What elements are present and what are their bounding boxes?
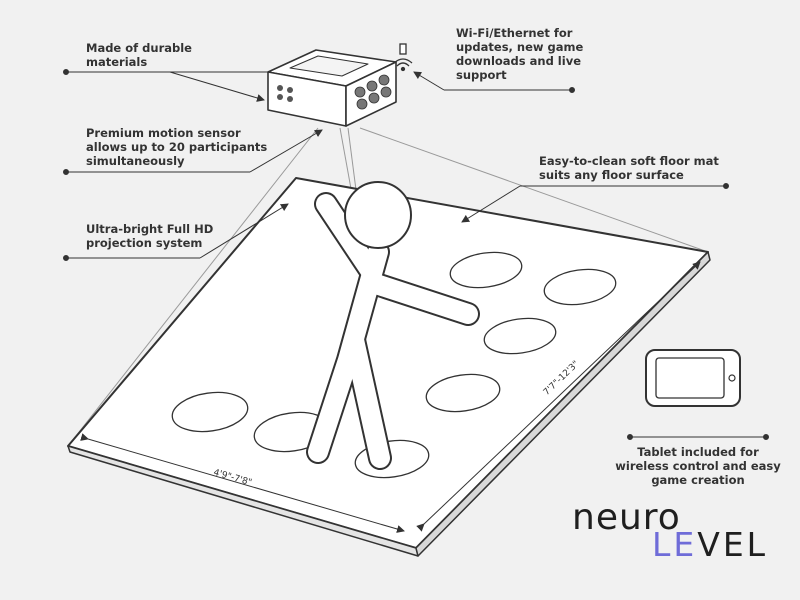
brand-logo-line1: neuro <box>572 497 681 538</box>
wifi-icon <box>393 43 413 72</box>
callout-sensor: Premium motion sensor allows up to 20 pa… <box>86 126 268 168</box>
callout-projection: Ultra-bright Full HD projection system <box>86 222 214 250</box>
brand-logo-rest: VEL <box>697 525 769 564</box>
callout-floor-mat: Easy-to-clean soft floor mat suits any f… <box>539 154 719 182</box>
tablet-home-button <box>728 374 736 382</box>
dimension-lines <box>80 261 701 533</box>
player-head <box>344 181 412 249</box>
callout-tablet: Tablet included for wireless control and… <box>615 445 781 487</box>
callout-network: Wi-Fi/Ethernet for updates, new game dow… <box>456 26 584 82</box>
tablet-device <box>645 349 741 407</box>
projector-device <box>267 49 397 127</box>
projector-lens-cluster <box>354 74 392 110</box>
callout-leaders <box>63 69 769 440</box>
brand-logo-line2: LEVEL <box>652 528 768 562</box>
callout-materials: Made of durable materials <box>86 41 192 69</box>
projector-vent <box>277 85 293 102</box>
mat-circle <box>171 391 249 433</box>
brand-logo-accent: LE <box>652 525 698 564</box>
